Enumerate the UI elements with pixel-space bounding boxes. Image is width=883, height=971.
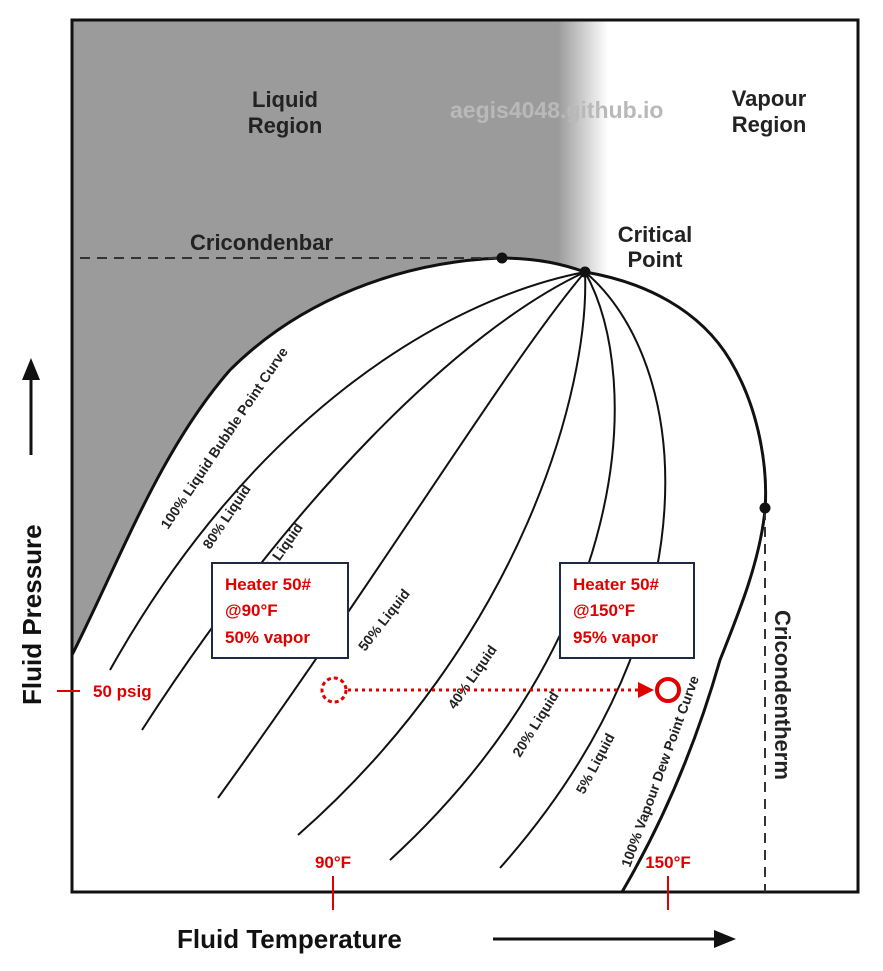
box-left-line3: 50% vapor xyxy=(225,628,310,647)
liquid-region-label-line2: Region xyxy=(248,113,323,138)
pressure-label: 50 psig xyxy=(93,682,152,701)
quality-line-80 xyxy=(109,271,586,671)
critical-point-label-line2: Point xyxy=(628,247,684,272)
heating-process xyxy=(320,676,681,704)
temp-label-90: 90°F xyxy=(315,853,351,872)
box-right-line1: Heater 50# xyxy=(573,575,660,594)
cricondenbar-point xyxy=(496,252,508,264)
heater-box-right: Heater 50# @150°F 95% vapor xyxy=(559,562,695,659)
start-state-marker xyxy=(320,676,348,704)
end-state-marker xyxy=(655,677,681,703)
plot-frame xyxy=(70,18,860,894)
bubble-point-curve xyxy=(70,256,586,656)
quality-line-60 xyxy=(141,271,586,731)
box-right-line2: @150°F xyxy=(573,601,635,620)
quality-line-50 xyxy=(217,271,586,799)
critical-point-label-line1: Critical xyxy=(618,222,693,247)
temp-label-150: 150°F xyxy=(645,853,691,872)
liquid-region-label-line1: Liquid xyxy=(252,87,318,112)
box-left-line1: Heater 50# xyxy=(225,575,312,594)
x-axis-arrow xyxy=(493,930,736,948)
quality-line-5 xyxy=(499,271,667,869)
critical-point-marker xyxy=(579,266,591,278)
watermark: aegis4048.github.io xyxy=(450,97,663,123)
vapour-region-label-line2: Region xyxy=(732,112,807,137)
cricondentherm-label: Cricondentherm xyxy=(770,610,795,780)
x-axis-title: Fluid Temperature xyxy=(177,924,402,954)
y-axis-arrow xyxy=(22,358,40,455)
vapour-region-label-line1: Vapour xyxy=(732,86,807,111)
cricondenbar-label: Cricondenbar xyxy=(190,230,333,255)
y-axis-title: Fluid Pressure xyxy=(17,524,47,705)
quality-line-40 xyxy=(297,271,587,836)
heating-path-arrowhead xyxy=(638,682,654,698)
cricondentherm-point xyxy=(759,502,771,514)
quality-line-20 xyxy=(389,271,616,861)
box-left-line2: @90°F xyxy=(225,601,278,620)
two-phase-envelope xyxy=(72,258,766,892)
quality-lines xyxy=(109,271,667,869)
heater-box-left: Heater 50# @90°F 50% vapor xyxy=(211,562,349,659)
box-right-line3: 95% vapor xyxy=(573,628,658,647)
